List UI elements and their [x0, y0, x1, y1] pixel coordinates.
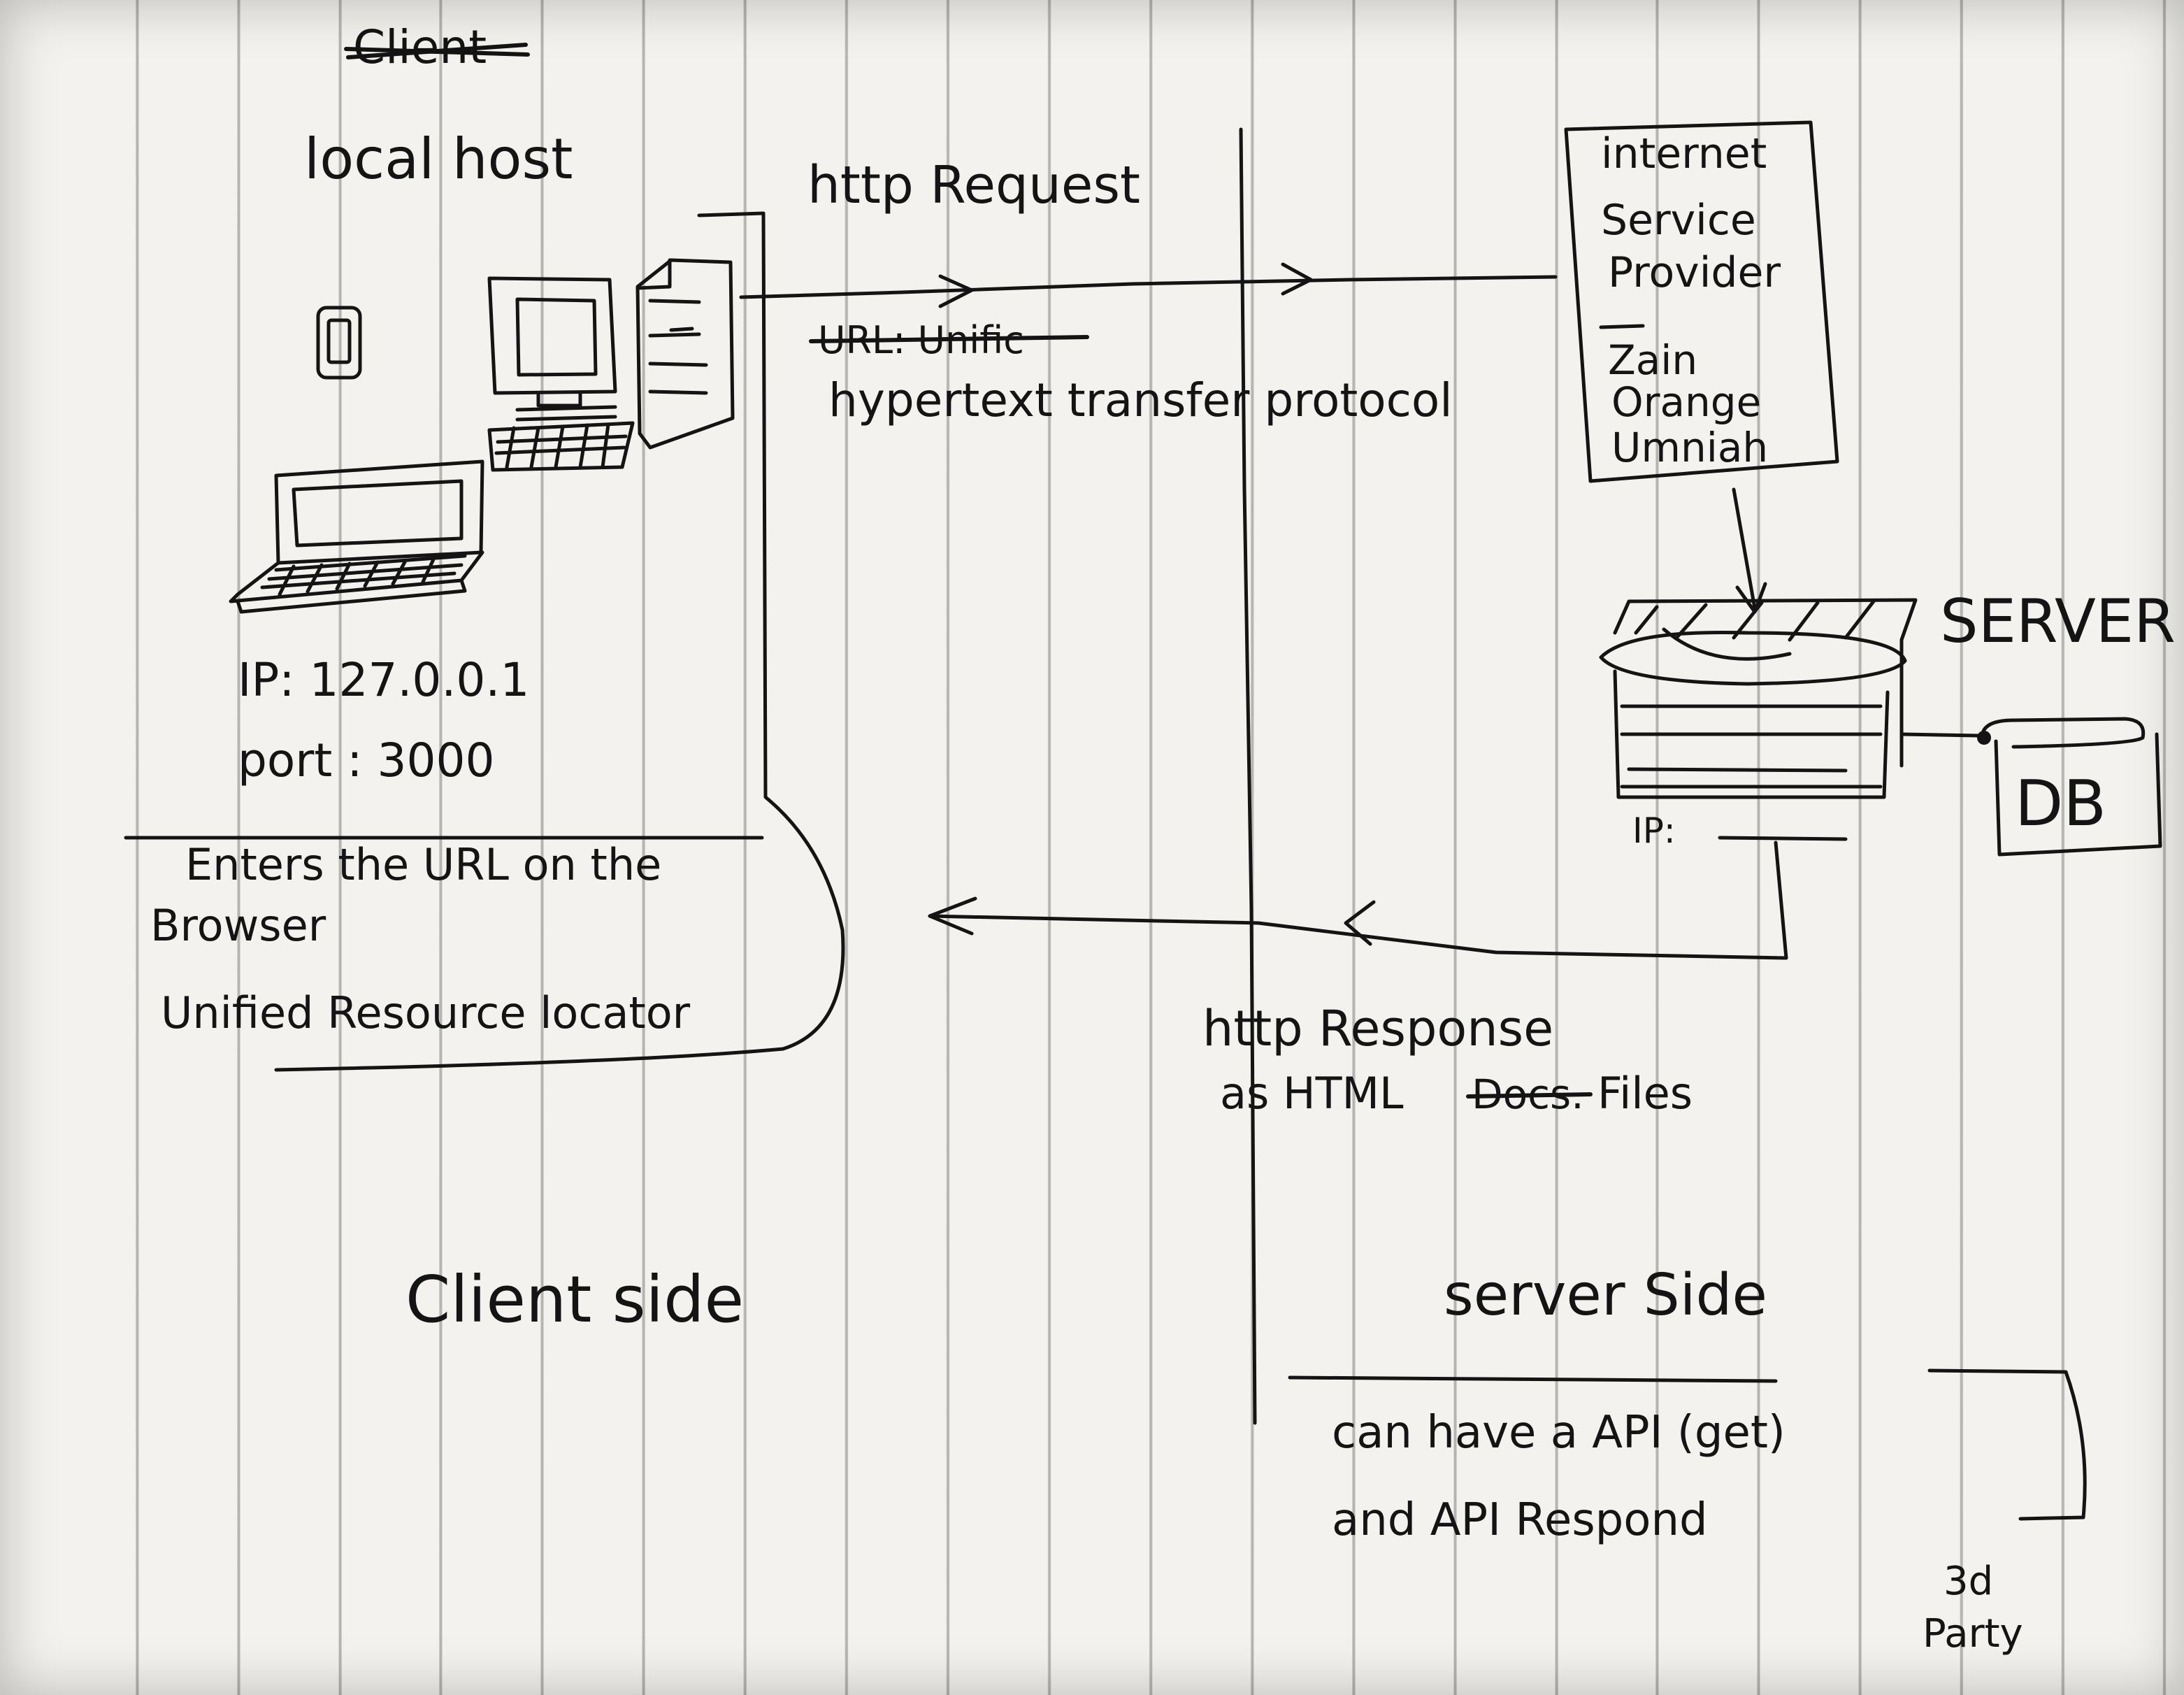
response-arrowhead-2	[1344, 900, 1376, 946]
request-label: http Request	[807, 155, 1140, 215]
api-line1: can have a API (get)	[1332, 1407, 1786, 1459]
isp-to-server-arrow	[1732, 487, 1757, 610]
request-arrowhead-2	[1281, 262, 1313, 296]
desktop-computer-icon	[487, 258, 735, 472]
isp-box	[1564, 120, 1839, 483]
api-bracket	[1927, 1368, 2087, 1521]
api-line2: and API Respond	[1332, 1494, 1708, 1546]
isp-divider	[1599, 324, 1645, 329]
isp-line2: Service	[1601, 196, 1756, 245]
request-protocol: hypertext transfer protocol	[828, 373, 1453, 427]
client-side-label: Client side	[405, 1262, 744, 1337]
isp-line6: Umniah	[1611, 424, 1768, 471]
client-boundary-bracket	[274, 211, 845, 1072]
database-icon	[1980, 717, 2162, 857]
request-struck-url: URL: Unific	[809, 318, 1089, 362]
response-line2-prefix: as HTML	[1220, 1068, 1404, 1119]
isp-line3: Provider	[1608, 248, 1781, 297]
client-heading-struck: Client	[344, 20, 530, 74]
isp-line5: Orange	[1611, 378, 1761, 426]
request-arrowhead-1	[938, 274, 974, 308]
api-note-divider	[1288, 1375, 1778, 1383]
client-note-line3: Unified Resource locator	[161, 987, 691, 1038]
phone-icon	[316, 306, 362, 380]
client-ip: IP: 127.0.0.1	[238, 653, 529, 707]
server-icon	[1599, 598, 1918, 799]
server-side-label: server Side	[1444, 1262, 1767, 1329]
client-heading: local host	[304, 127, 573, 192]
client-server-divider	[1239, 127, 1257, 1425]
response-struck-word: Docs.	[1466, 1071, 1593, 1118]
server-ip-underline	[1718, 836, 1848, 841]
client-note-line2: Browser	[150, 900, 326, 951]
isp-line1: internet	[1601, 129, 1767, 178]
isp-line4: Zain	[1608, 336, 1697, 384]
response-arrowhead-1	[928, 896, 977, 936]
response-line1: http Response	[1202, 1000, 1553, 1057]
response-arrow	[928, 841, 1788, 960]
server-db-connector	[1899, 732, 1981, 738]
request-arrow	[739, 275, 1558, 299]
server-label: SERVER	[1940, 587, 2176, 657]
third-party-line2: Party	[1923, 1611, 2023, 1657]
server-ip: IP:	[1632, 810, 1676, 851]
response-line2-suffix: Files	[1597, 1068, 1693, 1119]
third-party-line1: 3d	[1944, 1559, 1993, 1604]
database-label: DB	[2015, 767, 2106, 841]
laptop-icon	[229, 459, 484, 614]
client-note-line1: Enters the URL on the	[185, 839, 661, 890]
client-port: port : 3000	[238, 734, 494, 787]
